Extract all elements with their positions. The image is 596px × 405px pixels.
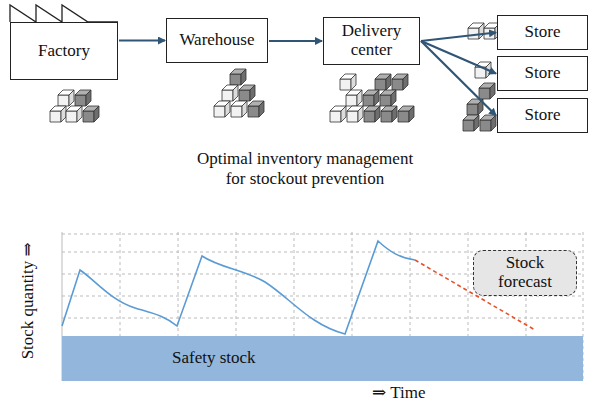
flow-arrow xyxy=(421,33,496,42)
caption: Optimal inventory management for stockou… xyxy=(190,149,420,188)
flow-arrow xyxy=(421,41,496,116)
cube xyxy=(375,106,380,122)
cube xyxy=(214,106,225,117)
cube xyxy=(347,111,358,122)
cube xyxy=(358,106,363,122)
node-text: Safety stock xyxy=(172,349,256,368)
cube xyxy=(491,115,496,131)
cube xyxy=(386,74,391,90)
cube xyxy=(58,95,69,106)
cube xyxy=(381,111,392,122)
cube xyxy=(242,101,247,117)
forecast-box: Stock forecast xyxy=(473,250,577,296)
cube xyxy=(330,111,341,122)
cube xyxy=(225,101,230,117)
cube xyxy=(231,106,242,117)
cube xyxy=(340,79,351,90)
cube xyxy=(467,104,478,115)
cube xyxy=(346,95,357,106)
cube xyxy=(479,23,484,39)
cube xyxy=(69,90,74,106)
cube xyxy=(490,83,495,99)
flow-arrow xyxy=(119,39,165,41)
cube xyxy=(380,95,391,106)
cube xyxy=(75,95,86,106)
axis-label-x: ⇒ Time xyxy=(372,383,425,403)
cube xyxy=(468,28,479,39)
cube xyxy=(403,74,408,90)
process-box: Store xyxy=(497,56,588,91)
cube xyxy=(479,88,490,99)
cube xyxy=(250,85,255,101)
node-text: Store xyxy=(521,64,565,83)
cube xyxy=(259,101,264,117)
cube xyxy=(392,79,403,90)
process-box: Warehouse xyxy=(166,18,268,63)
cube xyxy=(374,90,379,106)
cube xyxy=(480,120,491,131)
cube xyxy=(341,106,346,122)
cube xyxy=(474,115,479,131)
node-text: Stock forecast xyxy=(474,254,576,291)
cube xyxy=(94,106,99,122)
cube xyxy=(50,111,61,122)
node-text: Store xyxy=(521,106,565,125)
cube xyxy=(357,90,362,106)
process-box: Store xyxy=(497,98,588,133)
cube xyxy=(77,106,82,122)
cube xyxy=(222,90,233,101)
node-text: Delivery center xyxy=(324,22,419,59)
cube xyxy=(61,106,66,122)
cube xyxy=(364,111,375,122)
process-box: Factory xyxy=(10,22,118,80)
cube xyxy=(83,111,94,122)
cube xyxy=(398,111,409,122)
cube xyxy=(392,106,397,122)
process-box: Store xyxy=(497,15,588,50)
chart-grid xyxy=(62,232,583,381)
axis-label-y: Stock quantity ⇒ xyxy=(18,231,38,371)
cube xyxy=(66,111,77,122)
factory-roof xyxy=(10,5,118,22)
flow-arrow xyxy=(421,41,496,74)
cube xyxy=(409,106,414,122)
cube xyxy=(86,90,91,106)
cube xyxy=(248,106,259,117)
safety-band: Safety stock xyxy=(62,336,583,381)
node-text: Factory xyxy=(34,42,94,61)
cube xyxy=(363,95,374,106)
flow-arrow xyxy=(269,40,322,42)
cube xyxy=(241,69,246,85)
node-text: Store xyxy=(521,23,565,42)
cube xyxy=(375,79,386,90)
stock-curve xyxy=(62,241,415,334)
cube xyxy=(239,90,250,101)
cube xyxy=(230,74,241,85)
cube xyxy=(463,120,474,131)
cube xyxy=(391,90,396,106)
cube xyxy=(233,85,238,101)
process-box: Delivery center xyxy=(323,17,420,65)
cube xyxy=(351,74,356,90)
node-text: Warehouse xyxy=(175,31,258,50)
